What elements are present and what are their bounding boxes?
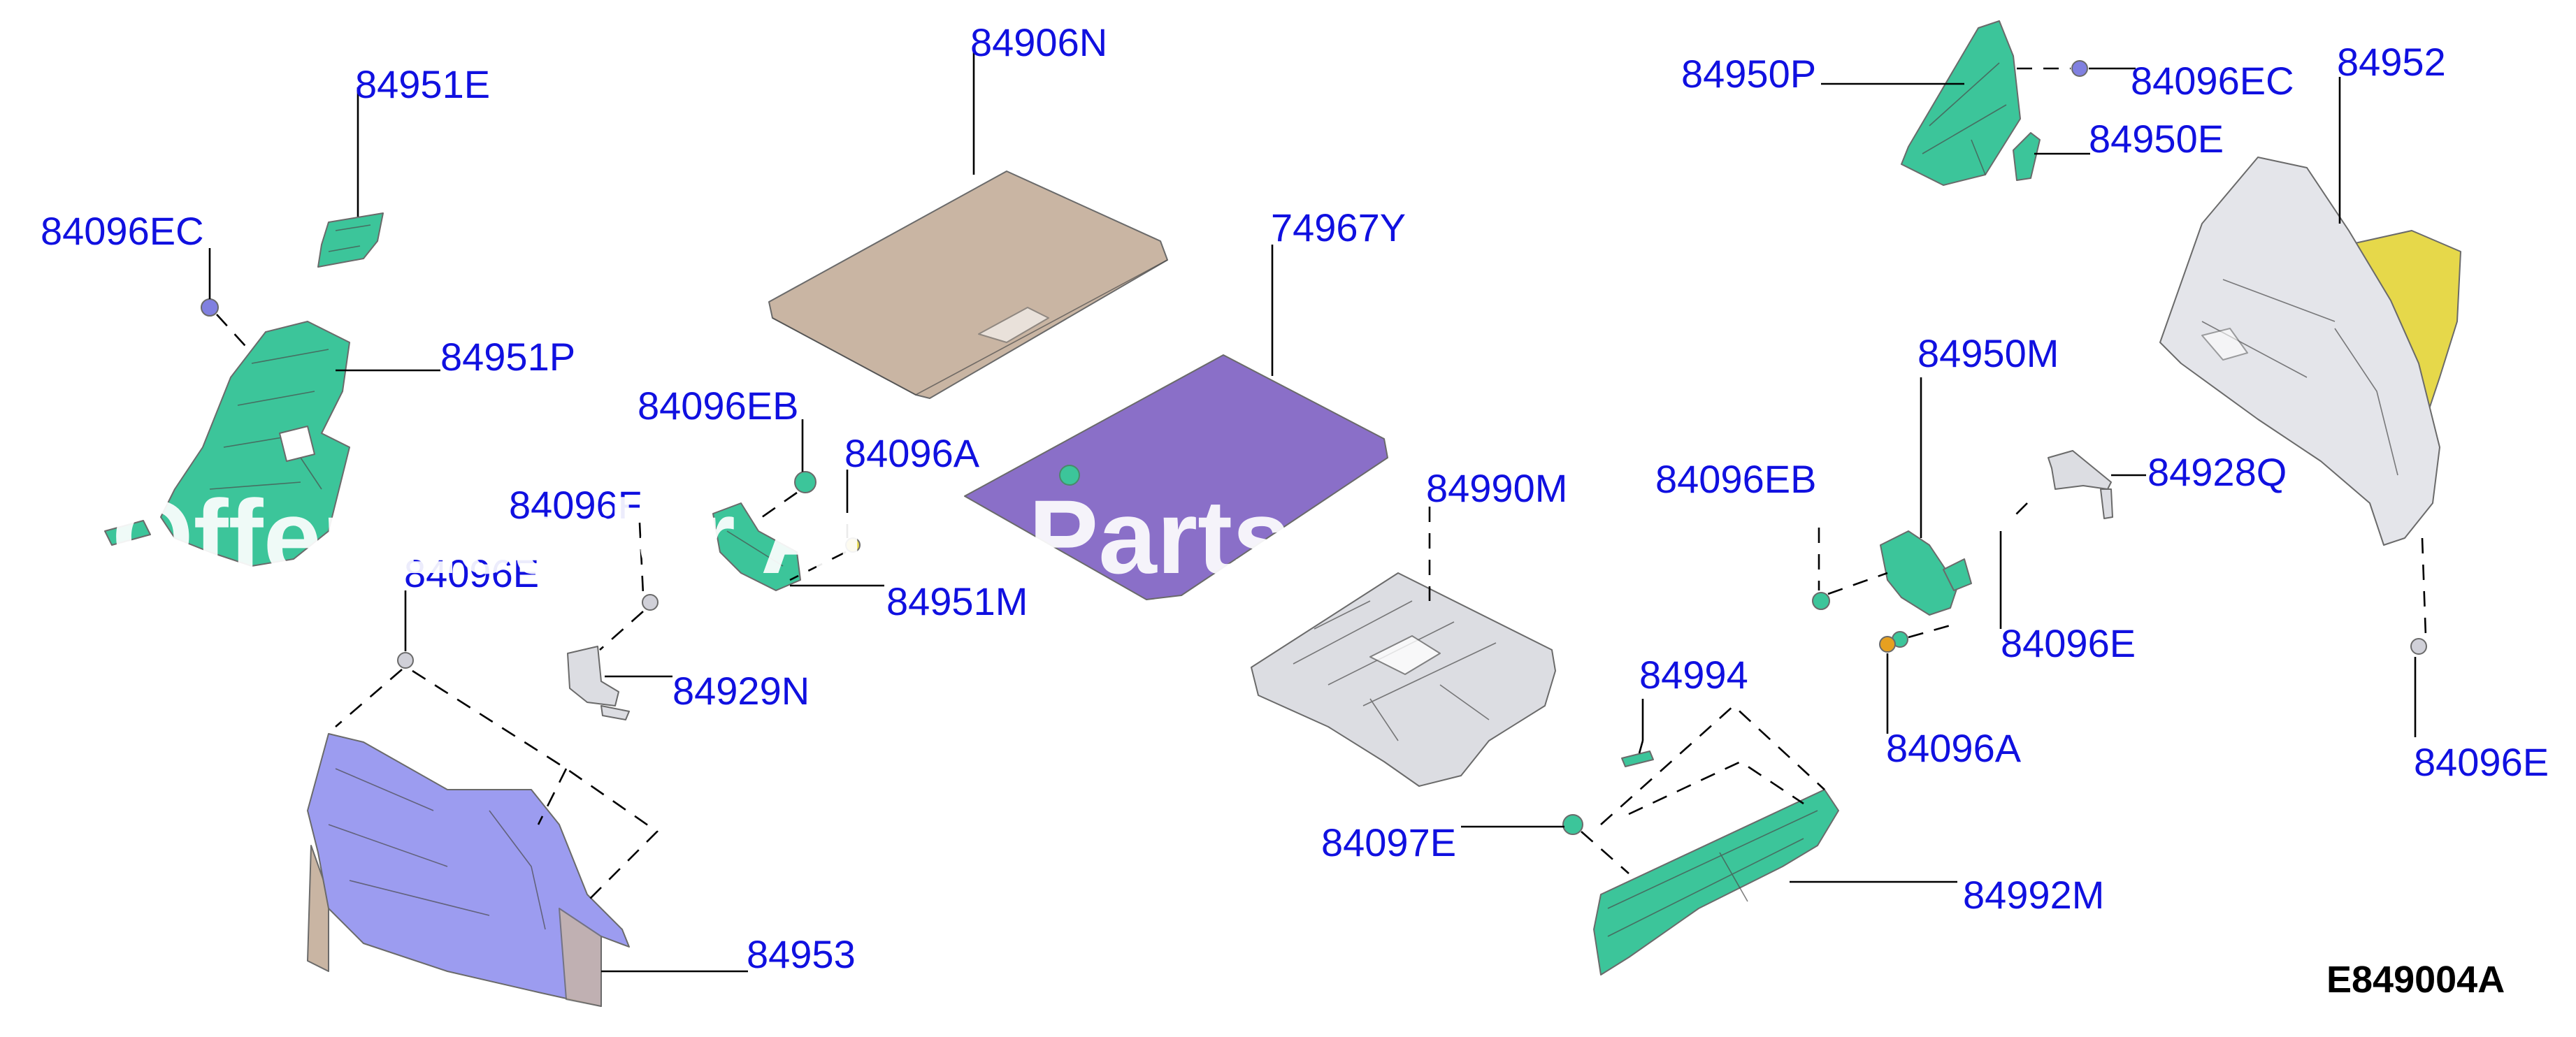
label-84951P: 84951P (440, 335, 575, 379)
part-84096E-left (397, 652, 414, 669)
label-84906N: 84906N (970, 20, 1107, 64)
part-74967Y (964, 354, 1388, 600)
label-84950E: 84950E (2089, 117, 2224, 161)
label-84096E-mid: 84096E (2001, 621, 2136, 665)
part-84096EB-left (794, 471, 816, 493)
label-84096E-right: 84096E (2414, 740, 2549, 784)
label-84951M: 84951M (886, 579, 1028, 623)
label-84953: 84953 (747, 932, 856, 976)
label-84950P: 84950P (1681, 52, 1816, 96)
label-74967Y: 74967Y (1271, 205, 1406, 249)
label-84994: 84994 (1639, 653, 1748, 697)
part-84994 (1621, 750, 1654, 767)
part-84096EC-left (201, 298, 219, 317)
label-84096E-left: 84096E (404, 551, 539, 595)
part-84096E-right (2410, 638, 2427, 655)
part-84096A-left (845, 537, 861, 553)
part-84951E (317, 212, 384, 268)
part-84990M (1251, 572, 1556, 787)
part-84950P (1901, 20, 2021, 186)
label-84096A-right: 84096A (1886, 726, 2022, 770)
part-84951P (104, 321, 350, 567)
label-84929N: 84929N (672, 669, 810, 713)
label-84951E: 84951E (355, 62, 490, 106)
part-84992M (1593, 789, 1839, 976)
part-84096EC-right (2071, 60, 2088, 77)
callout-labels: 84951E 84096EC 84951P 84906N 74967Y 8409… (41, 20, 2549, 976)
part-84951M (712, 502, 801, 591)
part-84928Q (2048, 450, 2113, 519)
part-84952 (2159, 157, 2461, 546)
watermark-text: Offer Leader Auto Parts (112, 478, 1290, 595)
label-84096EC-right: 84096EC (2131, 59, 2294, 103)
part-84096F (642, 594, 659, 611)
part-84953 (307, 733, 630, 1007)
part-84096EB-right (1812, 592, 1830, 610)
part-84906N (768, 171, 1168, 399)
label-84992M: 84992M (1963, 873, 2104, 917)
label-84950M: 84950M (1917, 331, 2059, 375)
part-84929N (567, 646, 630, 720)
diagram-code: E849004A (2326, 959, 2505, 1001)
label-84096A-left: 84096A (844, 431, 980, 475)
label-84928Q: 84928Q (2147, 450, 2287, 494)
label-84096EB-right: 84096EB (1655, 457, 1816, 501)
label-84097E: 84097E (1321, 820, 1456, 864)
label-84990M: 84990M (1426, 466, 1567, 510)
leader-lines (208, 45, 2427, 973)
label-84096F: 84096F (509, 483, 642, 527)
part-84950E (2013, 132, 2041, 181)
part-84950M (1880, 530, 1972, 616)
part-84097E (1562, 814, 1583, 835)
part-84096A-right (1879, 636, 1896, 653)
label-84096EB-left: 84096EB (638, 384, 798, 428)
label-84952: 84952 (2337, 40, 2446, 84)
label-84096EC-left: 84096EC (41, 209, 204, 253)
